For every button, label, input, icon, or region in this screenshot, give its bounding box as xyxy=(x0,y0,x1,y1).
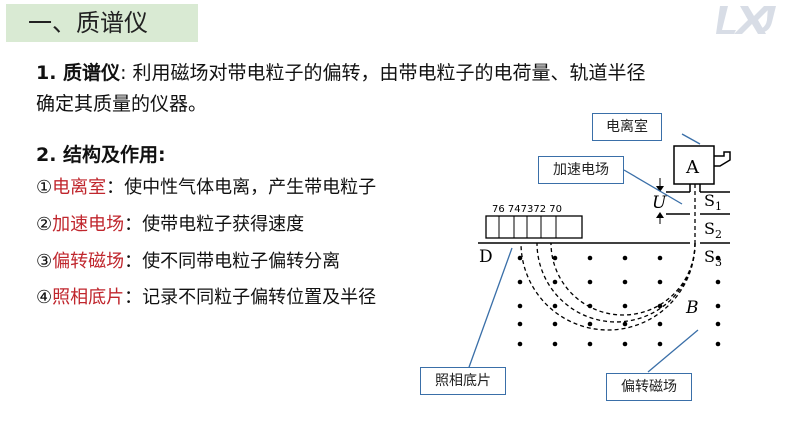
label-s3: S3 xyxy=(704,247,722,269)
trajectory-middle xyxy=(536,242,696,323)
label-ionization-box: 电离室 xyxy=(592,113,662,141)
definition-term: 1. 质谱仪 xyxy=(36,62,121,84)
item-name: 偏转磁场 xyxy=(52,251,125,272)
structure-item: ④照相底片：记录不同粒子偏转位置及半径 xyxy=(36,286,376,310)
gas-inlet xyxy=(714,151,731,167)
label-d: D xyxy=(479,247,493,267)
structure-item: ②加速电场：使带电粒子获得速度 xyxy=(36,213,304,237)
item-name: 电离室 xyxy=(52,177,107,198)
structure-heading: 2. 结构及作用: xyxy=(36,144,166,166)
item-desc: ：使不同带电粒子偏转分离 xyxy=(124,251,341,272)
pointer-accel xyxy=(623,169,683,205)
label-accel-box: 加速电场 xyxy=(538,156,624,184)
label-u: U xyxy=(652,193,667,213)
label-s2: S2 xyxy=(704,219,722,241)
definition-line: 1. 质谱仪: 利用磁场对带电粒子的偏转，由带电粒子的电荷量、轨道半径 xyxy=(36,60,646,86)
item-desc: ：记录不同粒子偏转位置及半径 xyxy=(124,287,377,308)
pointer-film xyxy=(467,247,513,371)
label-film-box: 照相底片 xyxy=(420,367,506,395)
mass-numbers: 76 747372 70 xyxy=(492,204,562,215)
item-number: ④ xyxy=(36,287,53,308)
pointer-ionization xyxy=(681,133,701,145)
item-number: ③ xyxy=(36,251,53,272)
item-desc: ：使带电粒子获得速度 xyxy=(124,214,305,235)
title-bar: 一、质谱仪 xyxy=(6,4,198,42)
ionization-chamber-box xyxy=(673,145,715,185)
definition-line-2: 确定其质量的仪器。 xyxy=(36,93,208,115)
trajectory-outer xyxy=(520,242,696,331)
arrow-head-icon xyxy=(656,186,664,192)
arrow-head-icon xyxy=(656,212,664,218)
label-field-box: 偏转磁场 xyxy=(606,373,692,401)
item-desc: ：使中性气体电离，产生带电粒子 xyxy=(106,177,377,198)
trajectory-inner xyxy=(550,242,696,316)
item-number: ① xyxy=(36,177,53,198)
item-name: 照相底片 xyxy=(52,287,125,308)
item-name: 加速电场 xyxy=(52,214,125,235)
pointer-field xyxy=(647,329,699,373)
magnetic-field-dots xyxy=(517,255,721,347)
label-s1: S1 xyxy=(704,191,722,213)
item-number: ② xyxy=(36,214,53,235)
film-plate xyxy=(485,215,583,239)
label-a: A xyxy=(685,157,700,178)
label-b: B xyxy=(685,298,699,318)
structure-item: ③偏转磁场：使不同带电粒子偏转分离 xyxy=(36,250,340,274)
structure-item: ①电离室：使中性气体电离，产生带电粒子 xyxy=(36,176,376,200)
logo-icon xyxy=(716,6,776,34)
definition-text: : 利用磁场对带电粒子的偏转，由带电粒子的电荷量、轨道半径 xyxy=(120,62,646,84)
page-title: 一、质谱仪 xyxy=(28,9,148,37)
